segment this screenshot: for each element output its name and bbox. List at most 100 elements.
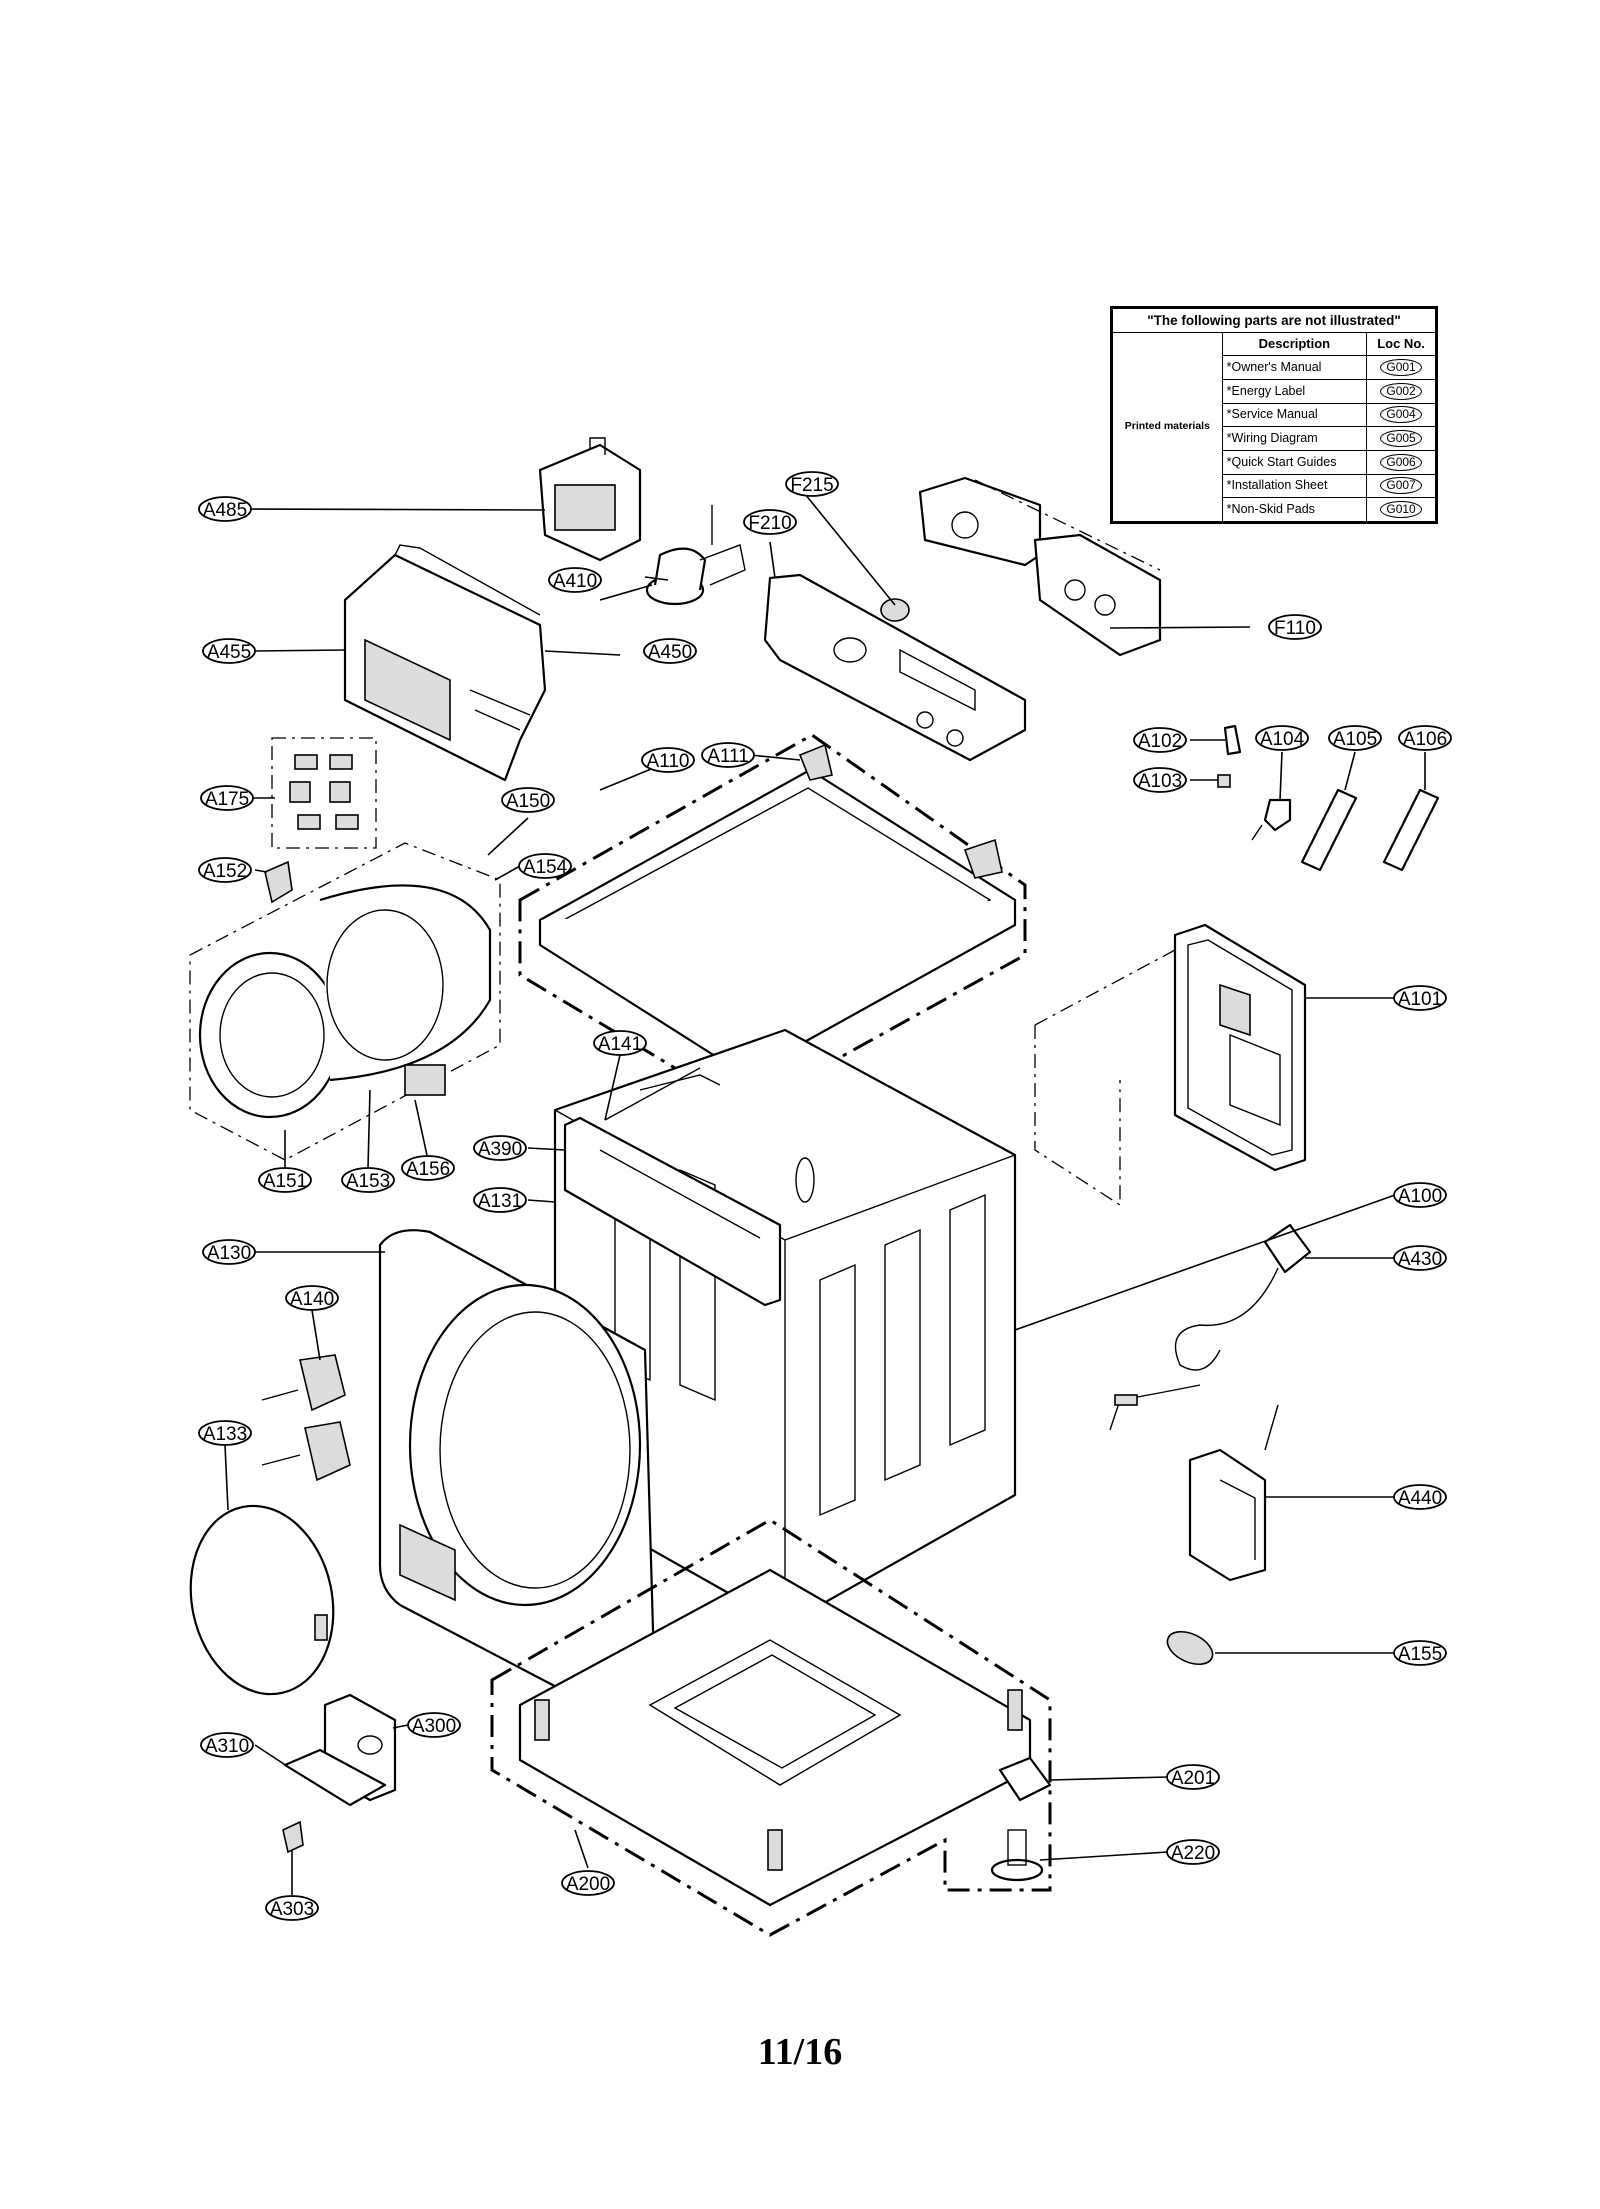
- label-a485: A485: [198, 496, 252, 522]
- table-cell-desc: *Installation Sheet: [1221, 473, 1368, 499]
- label-a101: A101: [1393, 985, 1447, 1011]
- svg-text:A430: A430: [1398, 1249, 1442, 1270]
- label-a220: A220: [1166, 1839, 1220, 1865]
- label-a100: A100: [1393, 1182, 1447, 1208]
- svg-text:A103: A103: [1138, 771, 1182, 792]
- svg-text:A151: A151: [263, 1171, 307, 1192]
- svg-text:A485: A485: [203, 500, 247, 521]
- part-a102-clip: [1223, 724, 1242, 756]
- label-a103: A103: [1133, 767, 1187, 793]
- page-number: 11/16: [757, 2031, 843, 2073]
- svg-text:A440: A440: [1398, 1488, 1442, 1509]
- part-a200-base: [490, 1518, 1052, 1937]
- table-cell-loc: G007: [1380, 477, 1422, 495]
- svg-text:A390: A390: [478, 1139, 522, 1160]
- svg-text:A100: A100: [1398, 1186, 1442, 1207]
- label-a440: A440: [1393, 1484, 1447, 1510]
- svg-text:A154: A154: [523, 857, 568, 878]
- part-a140-door-hinges: [261, 1354, 351, 1482]
- label-a175: A175: [200, 785, 254, 811]
- svg-text:A101: A101: [1398, 989, 1442, 1010]
- label-a141: A141: [593, 1030, 647, 1056]
- part-a155-bushing: [1166, 1630, 1214, 1666]
- svg-text:A110: A110: [647, 751, 690, 772]
- part-a141-rail: [604, 1067, 701, 1121]
- label-f215: F215: [785, 471, 839, 497]
- svg-text:A201: A201: [1171, 1768, 1215, 1789]
- label-a200: A200: [561, 1870, 615, 1896]
- label-a310: A310: [200, 1732, 254, 1758]
- table-row: *Installation Sheet G007: [1113, 473, 1436, 499]
- table-cell-desc: *Service Manual: [1221, 402, 1368, 428]
- part-a133-door-ring: [189, 1504, 335, 1696]
- table-cell-loc: G004: [1380, 406, 1422, 424]
- label-f110: F110: [1268, 614, 1322, 640]
- table-cell-desc: *Quick Start Guides: [1221, 449, 1368, 475]
- label-a106: A106: [1398, 725, 1452, 751]
- part-a201-bracket: [998, 1756, 1052, 1802]
- svg-text:A175: A175: [205, 789, 249, 810]
- svg-text:A156: A156: [406, 1159, 450, 1180]
- table-header-description: Description: [1221, 331, 1368, 357]
- label-a133: A133: [198, 1420, 252, 1446]
- svg-text:A133: A133: [203, 1424, 247, 1445]
- svg-text:A111: A111: [707, 746, 749, 767]
- table-cell-desc: *Energy Label: [1221, 378, 1368, 404]
- svg-text:A131: A131: [478, 1191, 522, 1212]
- svg-text:A102: A102: [1138, 731, 1182, 752]
- table-category: Printed materials: [1112, 331, 1223, 523]
- table-cell-loc: G006: [1380, 453, 1422, 471]
- parts-not-illustrated-table: "The following parts are not illustrated…: [1110, 306, 1438, 524]
- svg-text:A303: A303: [270, 1899, 314, 1920]
- svg-text:A104: A104: [1260, 729, 1305, 750]
- svg-text:A150: A150: [506, 791, 550, 812]
- table-cell-loc: G010: [1380, 501, 1422, 519]
- part-a440-noise-filter: [1188, 1404, 1279, 1582]
- part-a110-top-plate: [518, 733, 1027, 1112]
- svg-text:A140: A140: [290, 1289, 334, 1310]
- part-f215-knob: [880, 598, 910, 622]
- table-cell-loc: G001: [1380, 359, 1422, 377]
- part-a410-motor: [645, 505, 746, 606]
- part-a310-drawer: [283, 1748, 387, 1807]
- svg-text:A152: A152: [203, 861, 247, 882]
- label-a201: A201: [1166, 1764, 1220, 1790]
- label-a303: A303: [265, 1895, 319, 1921]
- table-cell-desc: *Non-Skid Pads: [1221, 497, 1368, 522]
- svg-text:A153: A153: [346, 1171, 390, 1192]
- svg-text:A455: A455: [207, 642, 251, 663]
- label-a151: A151: [258, 1167, 312, 1193]
- svg-text:A155: A155: [1398, 1644, 1442, 1665]
- part-a152-hinge: [264, 860, 293, 904]
- label-a105: A105: [1328, 725, 1382, 751]
- label-a390: A390: [473, 1135, 527, 1161]
- label-a111: A111: [701, 742, 755, 768]
- part-a220-leg: [990, 1829, 1044, 1882]
- label-a150: A150: [501, 787, 555, 813]
- svg-text:A220: A220: [1171, 1843, 1215, 1864]
- label-a455: A455: [202, 638, 256, 664]
- label-a140: A140: [285, 1285, 339, 1311]
- part-a103-clip: [1217, 774, 1231, 788]
- label-a153: A153: [341, 1167, 395, 1193]
- part-a430-power-cord: [1109, 1223, 1312, 1431]
- part-label-bubbles: A485 A455 A410 A450 F215 F210 F110 A175 …: [198, 471, 1452, 1921]
- svg-text:A450: A450: [648, 642, 692, 663]
- leader-lines: [224, 493, 1426, 1895]
- label-f210: F210: [743, 509, 797, 535]
- svg-text:A106: A106: [1403, 729, 1447, 750]
- svg-text:A300: A300: [412, 1716, 456, 1737]
- label-a154: A154: [518, 853, 572, 879]
- part-a303-screw: [282, 1820, 304, 1854]
- svg-text:A200: A200: [566, 1874, 610, 1895]
- table-cell-desc: *Wiring Diagram: [1221, 426, 1368, 451]
- part-f110-control-pcb: [918, 476, 1162, 657]
- label-a130: A130: [202, 1239, 256, 1265]
- label-a155: A155: [1393, 1640, 1447, 1666]
- part-a150-door-assembly: [189, 842, 501, 1161]
- part-a455-main-pcb: [343, 544, 547, 782]
